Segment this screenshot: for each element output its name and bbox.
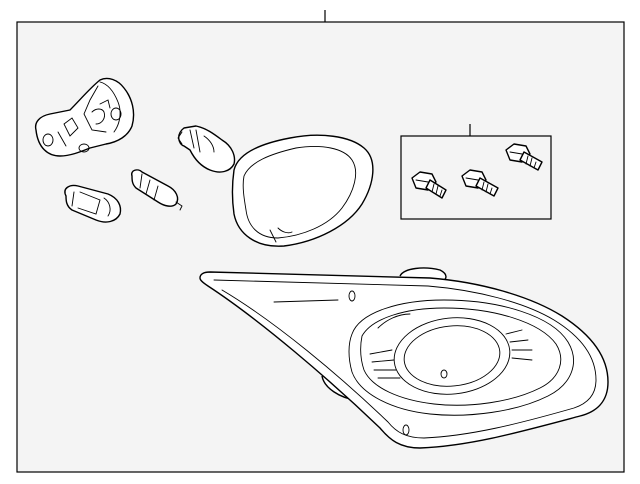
bolt-icon-1 (411, 171, 447, 199)
bulb-socket-icon (34, 77, 135, 157)
bolt-icon-2 (461, 169, 499, 197)
wedge-bulb-small-icon (130, 169, 183, 211)
tail-lamp-housing-icon (199, 267, 609, 449)
bulb-holder-icon (64, 184, 122, 223)
lamp-gasket-icon (231, 134, 374, 247)
bolt-icon-3 (505, 143, 543, 171)
wedge-bulb-large-icon (177, 125, 236, 173)
